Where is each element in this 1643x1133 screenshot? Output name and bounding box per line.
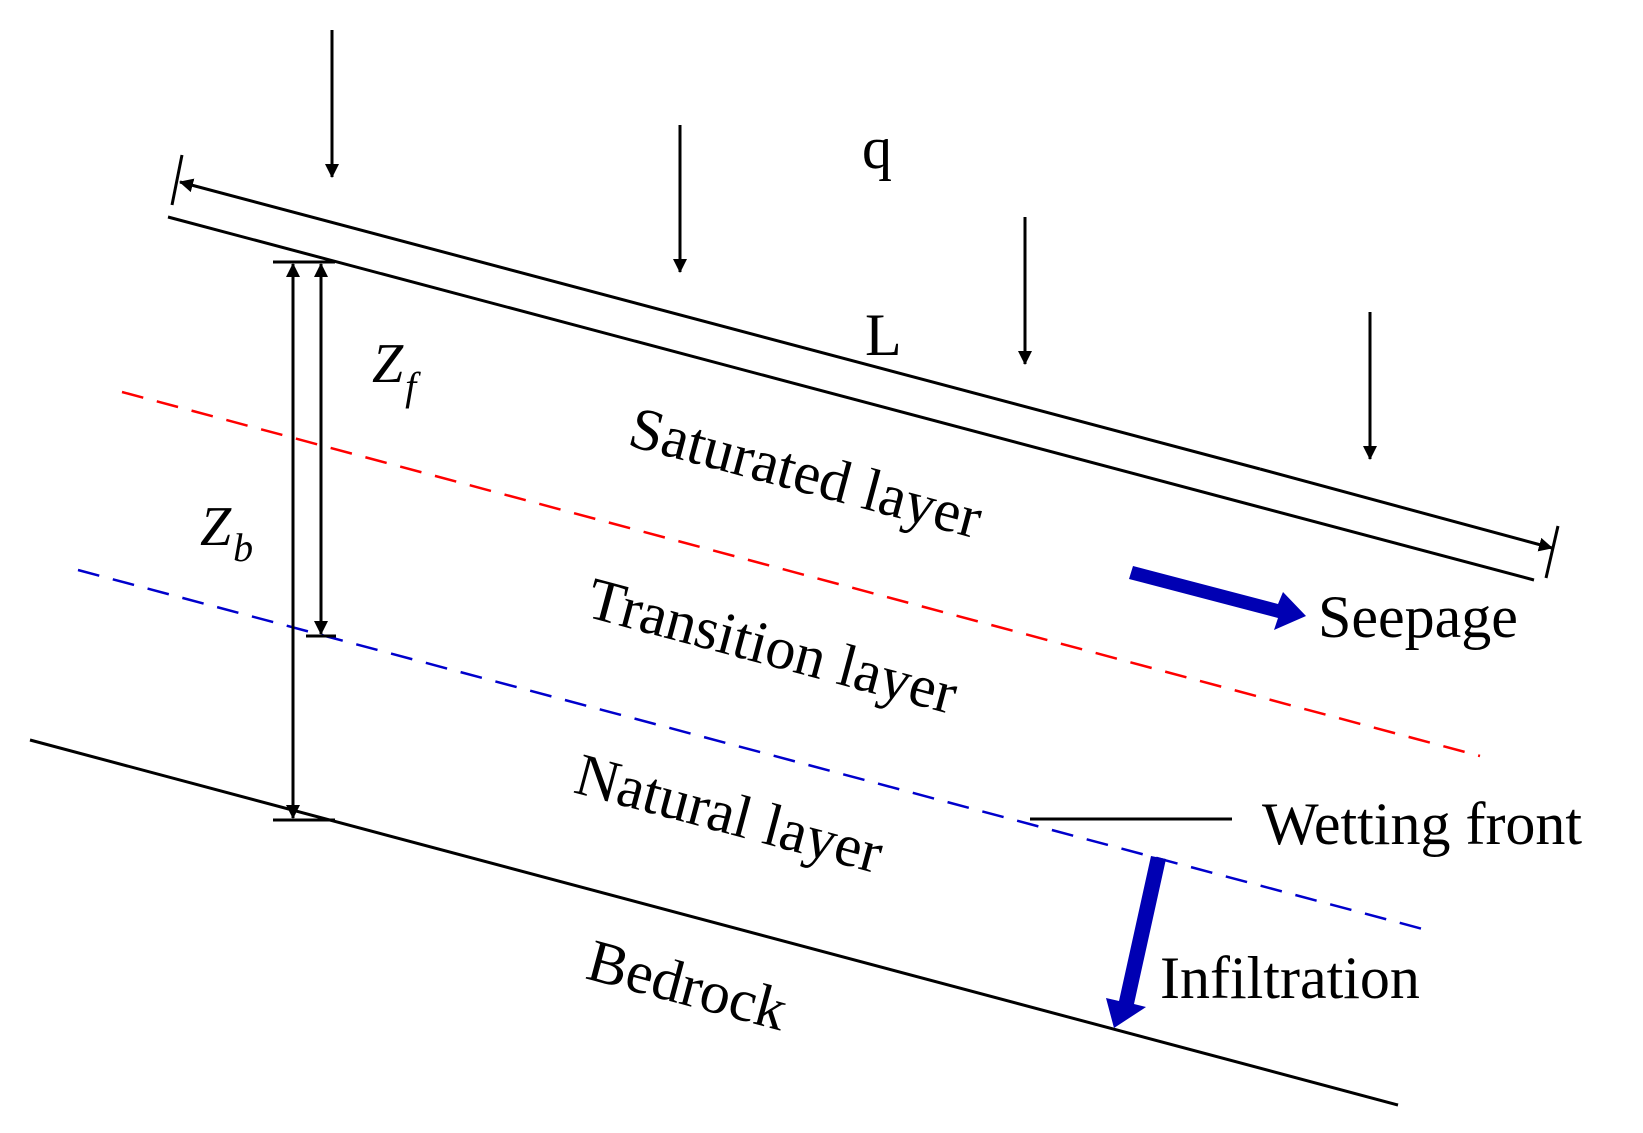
saturated-layer-boundary: [121, 390, 1481, 758]
ground-surface-line: [167, 215, 1535, 582]
dimension-tick-right: [1544, 525, 1560, 579]
rainfall-arrows: [325, 30, 1377, 460]
infiltration-arrow: [1106, 856, 1166, 1028]
bedrock-label: Bedrock: [581, 927, 794, 1043]
seepage-label: Seepage: [1318, 584, 1518, 650]
wetting-front-label: Wetting front: [1262, 791, 1582, 857]
slope-length-dimension: [170, 154, 1560, 579]
slope-length-label: L: [865, 302, 902, 368]
zf-main: Z: [372, 333, 404, 395]
zf-symbol: Zf: [372, 333, 421, 409]
zb-symbol: Zb: [200, 496, 253, 570]
wetting-front-boundary: [77, 568, 1435, 934]
dimension-line: [1259, 467, 1553, 552]
transition-layer-label: Transition layer: [581, 565, 965, 727]
bedrock-surface-line: [29, 738, 1399, 1107]
natural-layer-label: Natural layer: [569, 741, 890, 886]
zb-main: Z: [200, 496, 232, 558]
dimension-line: [179, 178, 1261, 471]
zb-subscript: b: [233, 525, 253, 570]
zf-subscript: f: [405, 364, 421, 409]
rainfall-label: q: [862, 115, 892, 181]
depth-dimensions: [273, 260, 336, 822]
dimension-tick-left: [170, 154, 184, 206]
infiltration-label: Infiltration: [1160, 945, 1420, 1011]
seepage-arrow: [1129, 566, 1306, 630]
saturated-layer-label: Saturated layer: [623, 394, 989, 551]
